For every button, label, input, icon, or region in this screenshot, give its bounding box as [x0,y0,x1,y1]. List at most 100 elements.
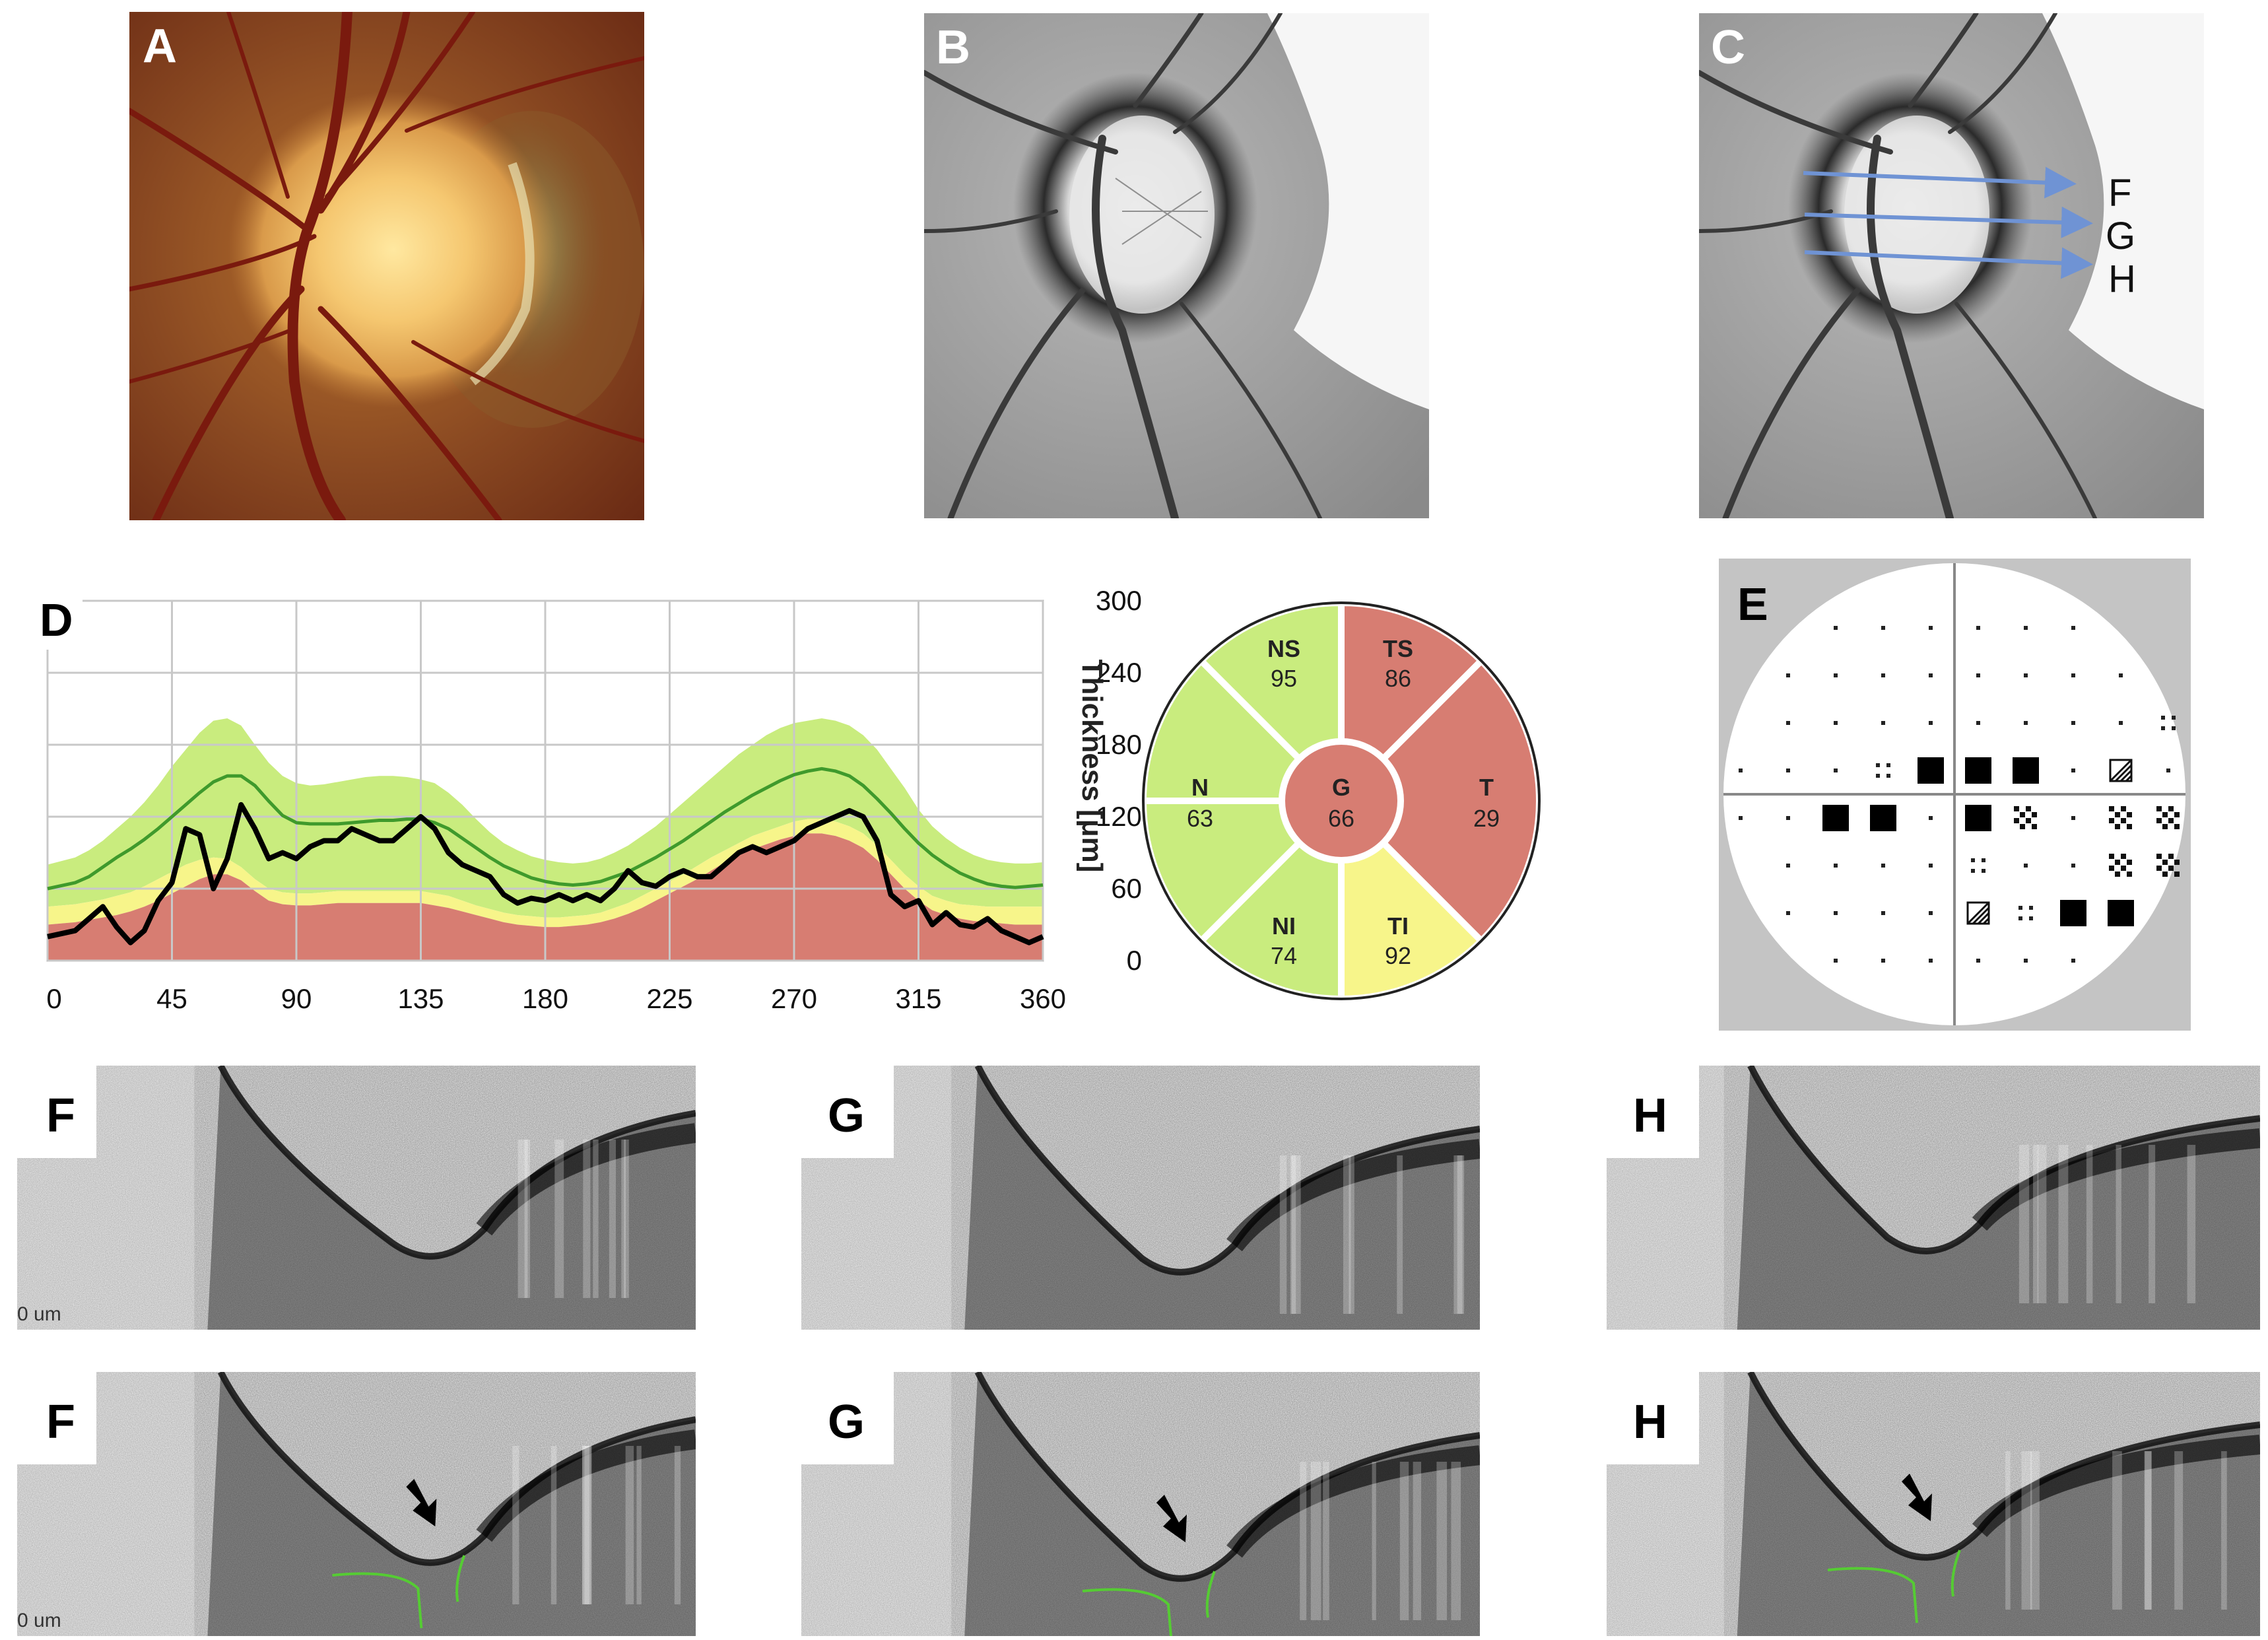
vf-hatched-symbol [2109,759,2133,782]
vf-dot [1929,626,1933,630]
oct-retina-tissue [207,1372,696,1636]
bmo-trace-left [1082,1588,1172,1636]
vf-filled-square [2108,900,2134,926]
oct-scan-f-bottom: F 0 um [17,1372,696,1636]
sector-n-name: N [1191,774,1209,801]
panel-d-rnfl-chart: 04590135180225270315360060120180240300TM… [26,574,1149,1037]
vf-dot [1786,864,1790,868]
vf-dot [2024,959,2028,963]
vf-dot [2071,769,2075,772]
vf-dot [2119,721,2123,725]
panel-e-visual-field: E [1719,559,2191,1031]
oct-label-h-top: H [1607,1066,1699,1158]
panel-label-d: D [30,592,83,650]
vf-dot [1786,769,1790,772]
fundus-photo-image [129,12,644,520]
oct-retina-tissue [1737,1066,2260,1330]
x-region-label: INF [771,1034,818,1037]
rnfl-thickness-chart: 04590135180225270315360060120180240300TM… [29,585,1142,1037]
vf-dot [1976,721,1980,725]
slo-image-c: F G H [1699,13,2204,518]
oct-scan-f-top: F 0 um [17,1066,696,1330]
sector-ni-name: NI [1272,912,1296,940]
oct-retina-tissue [964,1066,1480,1330]
vf-dot [2024,721,2028,725]
sector-ts-value: 86 [1385,665,1411,692]
vf-dot [1881,673,1885,677]
panel-label-e: E [1737,578,1768,630]
vf-dot [2071,959,2075,963]
oct-retina-tissue [964,1372,1480,1636]
x-tick-label: 135 [397,983,444,1014]
oct-label-h-bottom: H [1607,1372,1699,1464]
vf-checker-symbol [2109,806,2132,829]
sector-n-value: 63 [1187,805,1213,832]
vf-dot [1881,626,1885,630]
sector-thickness-diagram: NS 95 TS 86 N 63 G 66 T 29 NI 74 TI 92 [1135,581,1558,1023]
sector-outline [1142,601,1541,1000]
vf-filled-square [1918,757,1944,784]
oct-bscan-image [17,1372,696,1636]
vf-dot [1834,769,1838,772]
oct-ilm-surface [217,1372,696,1566]
sector-ti-name: TI [1387,912,1409,940]
vf-dot [1976,626,1980,630]
oct-rnfl-layer [1972,1435,2260,1538]
oct-scale-text-f-bottom: 0 um [17,1610,61,1631]
bmo-trace-left [1827,1567,1918,1623]
vf-dot [1881,721,1885,725]
panel-label-a: A [143,20,177,73]
vf-checker-symbol [2014,806,2037,829]
vf-dot [2166,769,2170,772]
oct-ilm-surface [217,1066,696,1260]
oct-rnfl-layer [1226,1139,1480,1252]
oct-label-f-bottom: F [17,1372,96,1464]
vf-dot [1786,721,1790,725]
vf-filled-square [1822,805,1849,831]
vf-dot [1976,673,1980,677]
vf-filled-square [1965,805,1991,831]
vf-dot [1834,959,1838,963]
oct-scan-h-bottom: H [1607,1372,2260,1636]
vf-dot [1834,626,1838,630]
oct-bscan-image [801,1372,1480,1636]
vf-dot [1786,911,1790,915]
bmo-trace-left [332,1572,423,1629]
sector-g-name: G [1332,774,1351,801]
x-region-label: NAS [515,1034,576,1037]
vf-dot [1929,816,1933,820]
measured-thickness-line [47,802,1044,945]
sector-pie: NS 95 TS 86 N 63 G 66 T 29 NI 74 TI 92 [1139,599,1543,1003]
vf-dot [1929,864,1933,868]
oct-bscan-image [17,1066,696,1330]
bmo-trace-right [1205,1571,1216,1618]
vf-dot [1881,864,1885,868]
vf-dot [2024,864,2028,868]
vf-checker-symbol [2109,854,2132,877]
oct-retina-tissue [207,1066,696,1330]
sector-ti-value: 92 [1385,942,1411,969]
y-axis-label: Thickness [μm] [1076,660,1108,873]
vf-dot [2071,673,2075,677]
oct-bscan-image [1607,1066,2260,1330]
vf-dot [1929,673,1933,677]
visual-field-plot [1723,563,2185,1025]
panel-label-b: B [936,21,970,74]
bmo-arrow-icon [1156,1495,1187,1542]
bmo-trace-right [455,1555,466,1602]
scan-line-arrows [1803,166,2093,279]
vf-dot [2071,864,2075,868]
y-tick-label: 180 [1096,729,1142,760]
x-tick-label: 180 [522,983,568,1014]
x-tick-label: 0 [46,983,61,1014]
oct-bscan-image [801,1066,1480,1330]
oct-rnfl-layer [1972,1128,2260,1231]
oct-scale-text-f-top: 0 um [17,1303,61,1325]
sector-g-value: 66 [1328,805,1354,832]
oct-label-f-top: F [17,1066,96,1158]
vf-dot [2071,816,2075,820]
oct-ilm-surface [974,1372,1480,1582]
sector-ni-value: 74 [1271,942,1297,969]
vf-checker-symbol [2156,806,2180,829]
sector-ts-name: TS [1383,635,1413,662]
